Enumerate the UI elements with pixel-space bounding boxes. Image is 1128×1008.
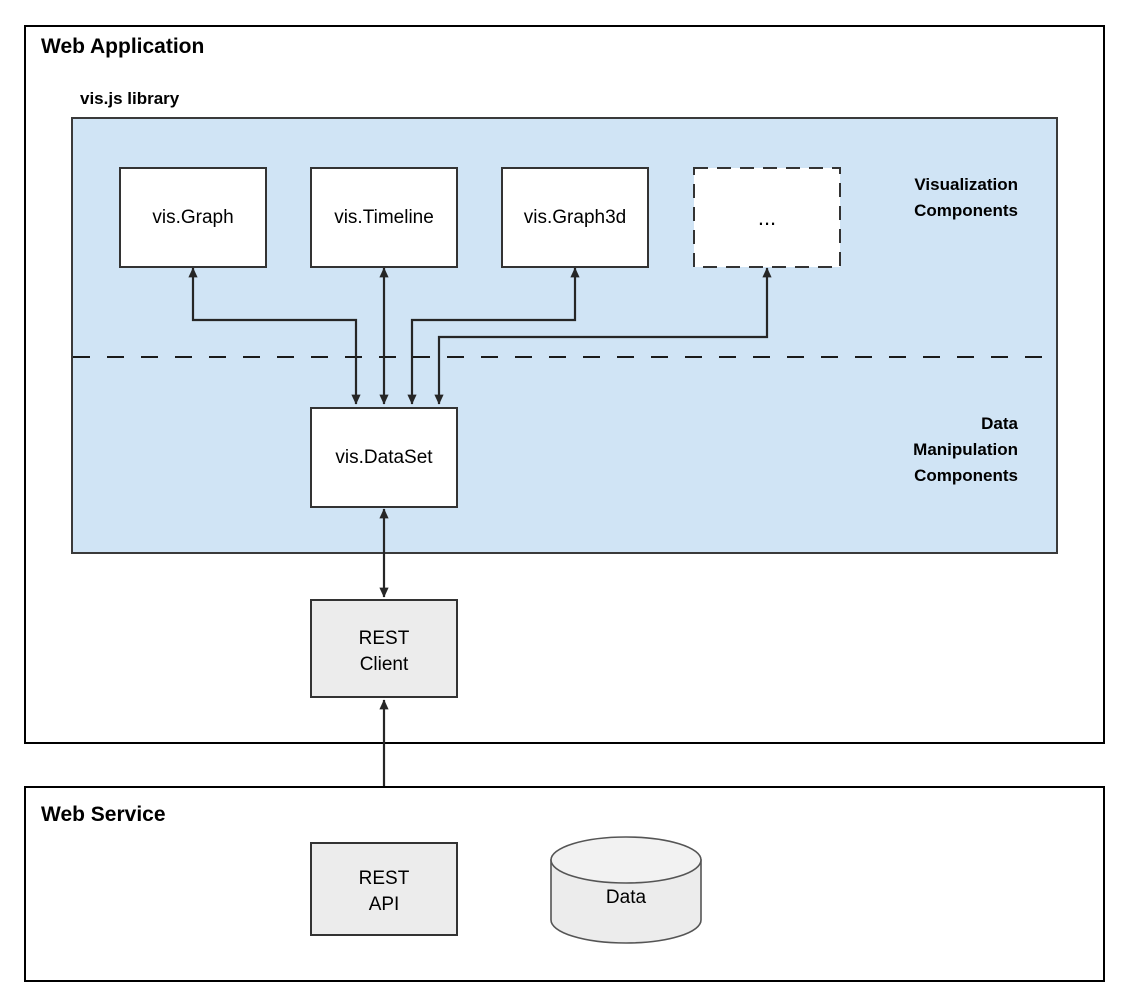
node-rest-api[interactable]: REST API — [310, 842, 458, 936]
node-rest-client-label-line2: Client — [360, 654, 409, 675]
node-vis-graph[interactable]: vis.Graph — [119, 167, 267, 268]
svg-text:Visualization: Visualization — [914, 175, 1018, 194]
visualization-components-label: Visualization Components — [914, 175, 1018, 220]
svg-text:Data: Data — [981, 414, 1018, 433]
connector-dataset-visgraph — [188, 267, 361, 405]
vis-js-library-title: vis.js library — [80, 89, 180, 108]
web-application-title: Web Application — [41, 35, 204, 58]
node-rest-client-label-line1: REST — [359, 628, 410, 649]
node-rest-api-label-line2: API — [369, 894, 400, 915]
node-vis-dataset-label: vis.DataSet — [335, 447, 433, 468]
node-vis-graph-label: vis.Graph — [152, 207, 233, 228]
svg-text:Components: Components — [914, 201, 1018, 220]
node-vis-timeline-label: vis.Timeline — [334, 207, 434, 228]
node-vis-timeline[interactable]: vis.Timeline — [310, 167, 458, 268]
node-data-store-label: Data — [606, 887, 647, 908]
node-vis-dataset[interactable]: vis.DataSet — [310, 407, 458, 508]
node-data-store[interactable]: Data — [550, 836, 702, 944]
svg-text:Components: Components — [914, 466, 1018, 485]
node-vis-graph3d[interactable]: vis.Graph3d — [501, 167, 649, 268]
web-service-title: Web Service — [41, 803, 166, 826]
node-vis-graph3d-label: vis.Graph3d — [524, 207, 626, 228]
node-rest-client[interactable]: REST Client — [310, 599, 458, 698]
connector-dataset-more — [434, 267, 772, 405]
svg-text:Manipulation: Manipulation — [913, 440, 1018, 459]
node-rest-api-label-line1: REST — [359, 868, 410, 889]
node-more-placeholder[interactable]: ... — [693, 167, 841, 268]
data-manipulation-components-label: Data Manipulation Components — [913, 414, 1018, 485]
node-more-placeholder-label: ... — [758, 205, 776, 230]
